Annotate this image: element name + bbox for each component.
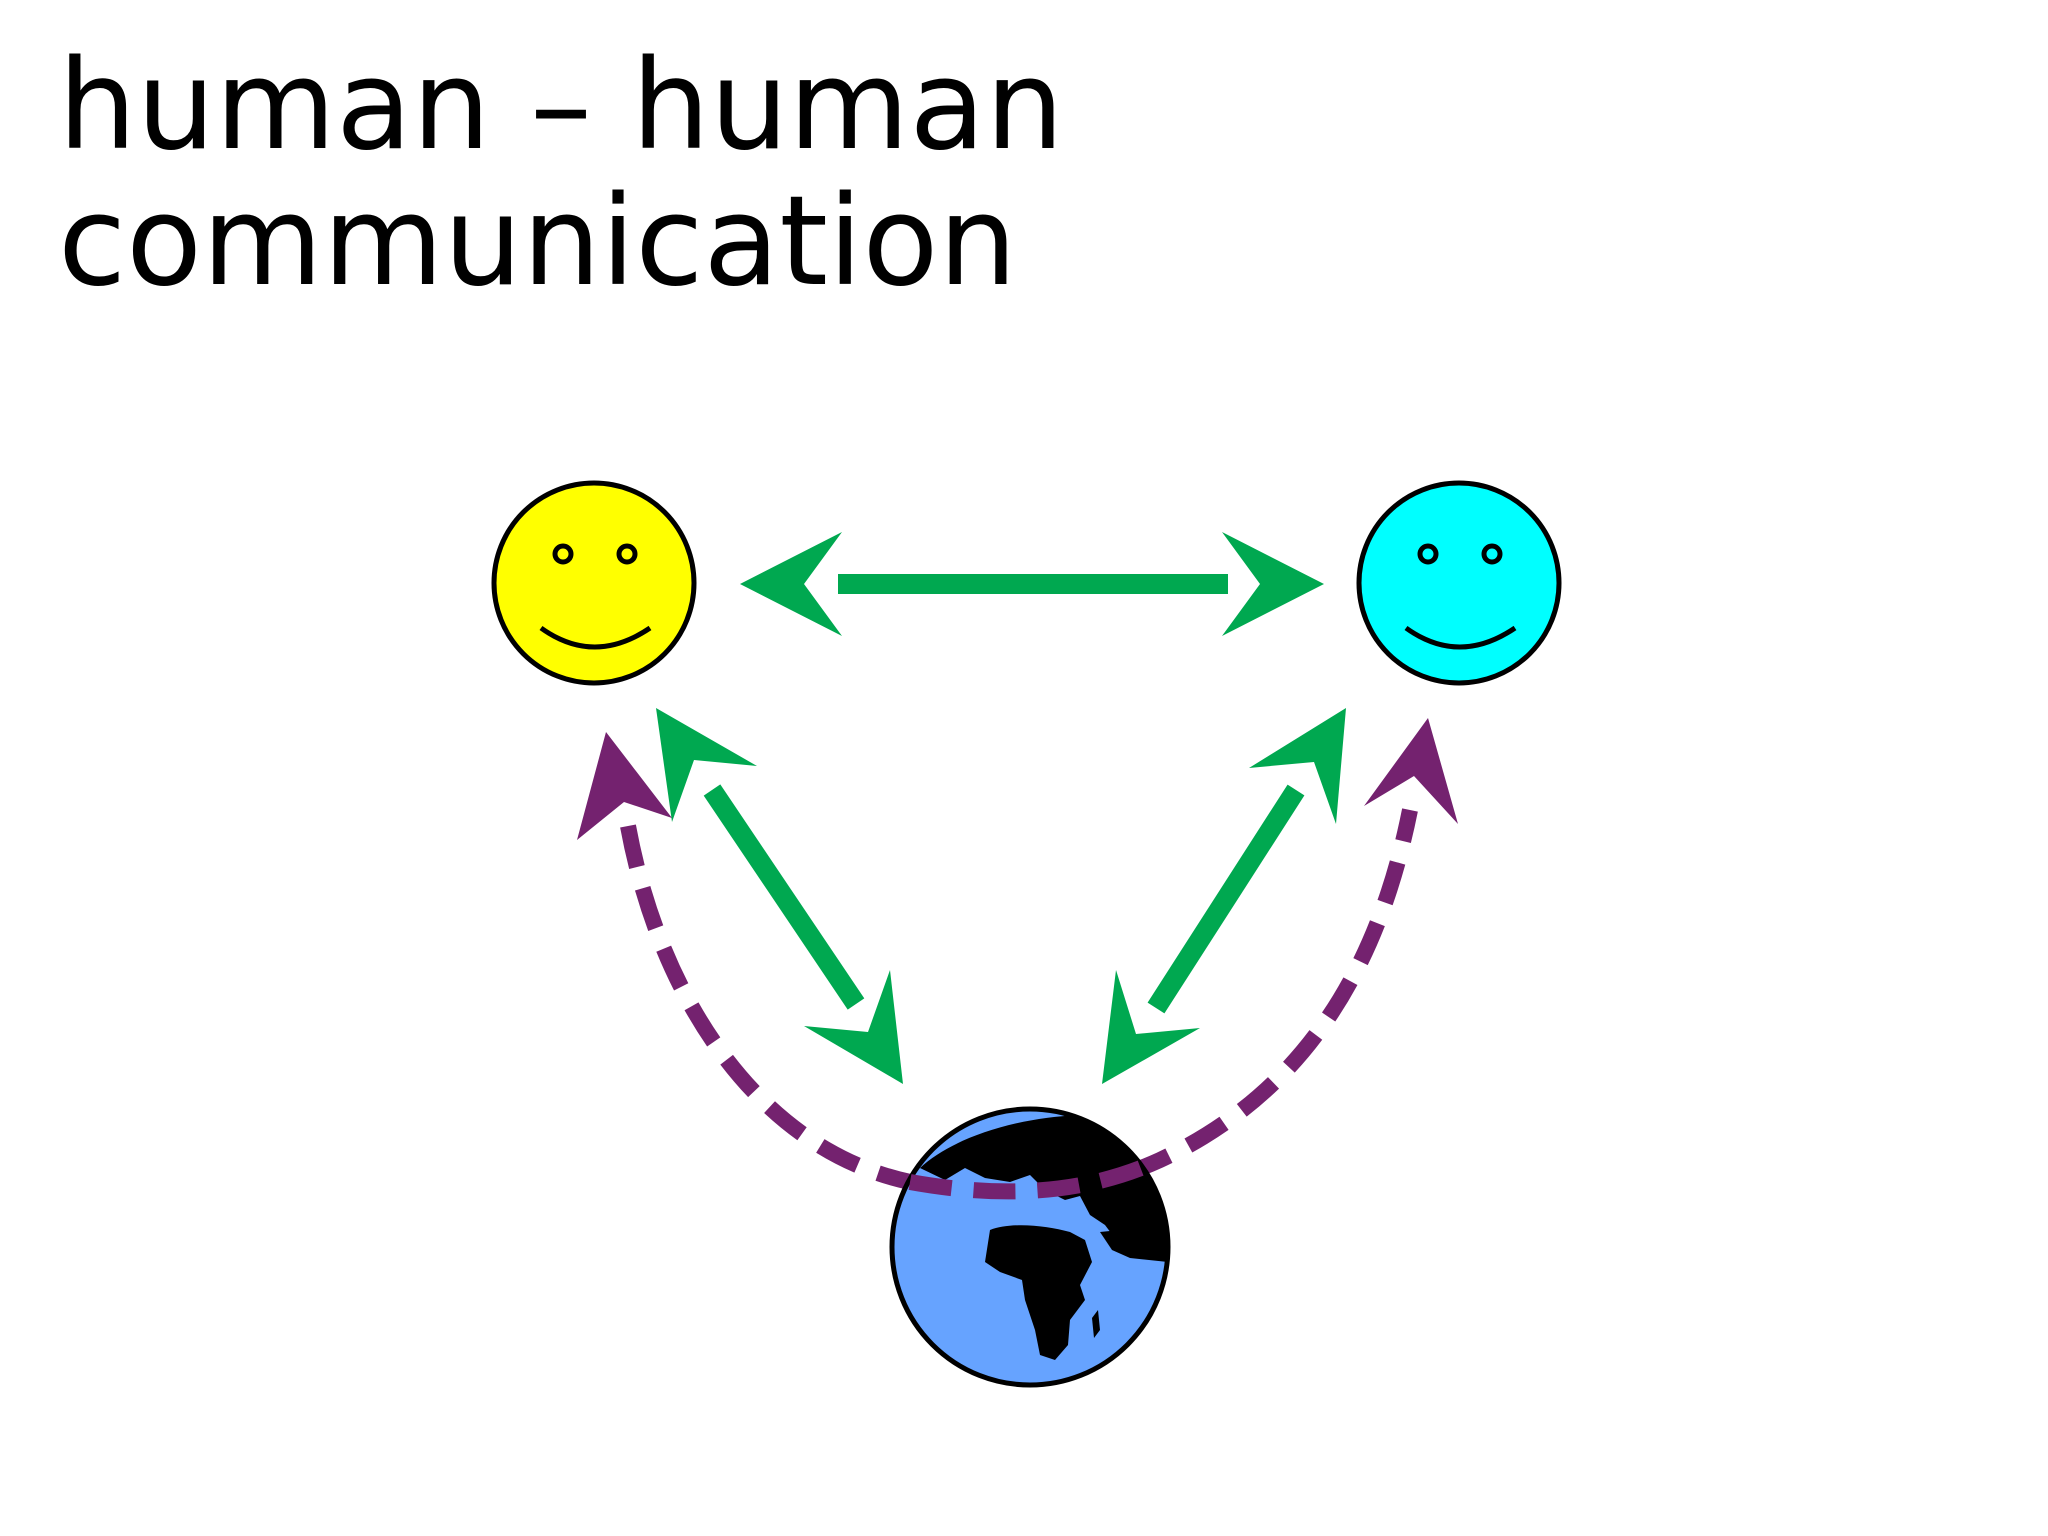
dashed-over-globe (908, 1152, 1164, 1200)
arrow-person-a-world (656, 708, 903, 1084)
left-eye (1417, 543, 1439, 565)
arrow-person-b-world (1102, 708, 1346, 1084)
arrowhead-left (740, 532, 842, 636)
arrowhead-to-world-right (1102, 970, 1200, 1084)
smile (539, 625, 652, 650)
arrow-person-a-person-b (740, 532, 1324, 636)
arrowhead-to-person-a (656, 708, 757, 822)
person-b-smiley-icon (1356, 480, 1562, 686)
right-eye (1481, 543, 1503, 565)
arrowhead-to-person-b (1249, 708, 1346, 824)
slide-title: human – human communication (58, 38, 1064, 310)
arrowhead-right (1222, 532, 1324, 636)
left-eye (552, 543, 574, 565)
arrowhead-dashed-right (1364, 718, 1458, 824)
arrowhead-dashed-left (577, 732, 672, 840)
arrowhead-to-world (804, 970, 903, 1084)
title-line-2: communication (58, 170, 1017, 314)
smile (1404, 625, 1517, 650)
globe-icon (889, 1106, 1171, 1388)
person-a-smiley-icon (491, 480, 697, 686)
title-line-1: human – human (58, 34, 1064, 178)
right-eye (616, 543, 638, 565)
